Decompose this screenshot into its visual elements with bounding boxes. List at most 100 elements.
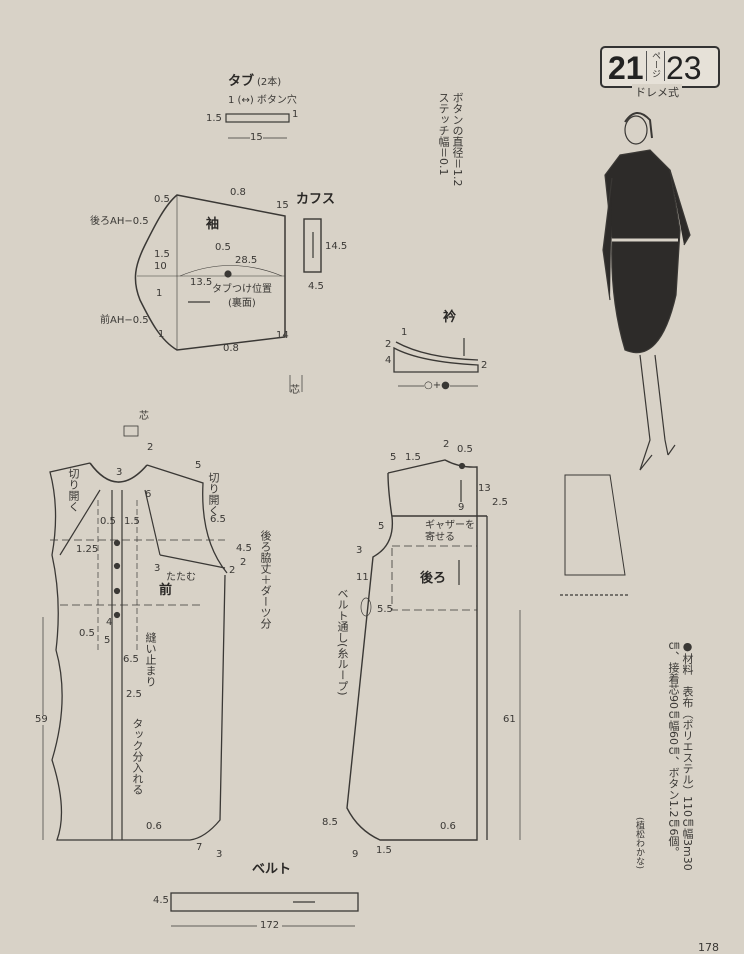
sleeve-tab-side: (裏面) — [228, 298, 256, 309]
back-m25: 2.5 — [492, 497, 508, 508]
sleeve-low2: 1 — [158, 329, 165, 340]
sleeve-front-ah: 前AH−0.5 — [100, 315, 149, 326]
tab-length: 15 — [250, 132, 263, 143]
collar-c: 4 — [385, 355, 392, 366]
cuff-piece — [303, 218, 322, 273]
sleeve-tab-length: 13.5 — [190, 277, 213, 288]
front-fold: たたむ — [166, 572, 196, 583]
front-stop: 縫い止まり — [144, 632, 157, 687]
back-m13: 13 — [478, 483, 491, 494]
sleeve-slash: 28.5 — [235, 255, 258, 266]
back-m5: 5 — [390, 452, 397, 463]
front-m65: 6.5 — [210, 514, 226, 525]
back-gather-2: 寄せる — [425, 532, 455, 543]
belt-length: 172 — [257, 921, 283, 931]
collar-b: 1 — [401, 327, 408, 338]
back-title: 後ろ — [420, 571, 447, 586]
back-hem: 0.6 — [440, 821, 456, 832]
back-m11: 11 — [356, 572, 369, 583]
back-m2: 2 — [443, 439, 450, 450]
back-m55: 5.5 — [377, 604, 393, 615]
cuff-title: カフス — [296, 192, 336, 207]
sleeve-bottom-right: 14 — [276, 330, 289, 341]
front-m25: 2.5 — [126, 689, 142, 700]
back-m15: 1.5 — [405, 452, 421, 463]
front-m15: 1.5 — [124, 516, 140, 527]
sleeve-piece — [134, 194, 303, 392]
front-slash-left: 切り開く — [67, 468, 80, 512]
front-m6: 6 — [145, 489, 152, 500]
front-interfacing: 芯 — [139, 411, 149, 422]
cuff-length: 14.5 — [325, 241, 348, 252]
front-m2: 2 — [147, 442, 154, 453]
front-hem: 0.6 — [146, 821, 162, 832]
front-side-note: 後ろ脇丈＋ダーツ分 — [259, 530, 272, 629]
sleeve-top-right: 15 — [276, 200, 289, 211]
back-bodice-piece — [346, 459, 521, 841]
tab-end: 1 — [292, 109, 299, 120]
sleeve-cap2: 10 — [154, 261, 167, 272]
sleeve-tab-offset: 0.5 — [215, 242, 231, 253]
collar-a: 2 — [385, 339, 392, 350]
pattern-system: ドレメ式 — [632, 84, 682, 100]
tab-count: (2本) — [257, 77, 282, 88]
back-m85: 8.5 — [322, 817, 338, 828]
front-length: 59 — [35, 714, 48, 725]
back-m05: 0.5 — [457, 444, 473, 455]
belt-width: 4.5 — [153, 895, 169, 906]
back-m9: 9 — [458, 502, 465, 513]
sleeve-bottom-curve: 0.8 — [223, 343, 239, 354]
sleeve-back-ah: 後ろAH−0.5 — [90, 216, 149, 227]
sleeve-low1: 1 — [156, 288, 163, 299]
front-m05b: 0.5 — [79, 628, 95, 639]
back-m5b: 5 — [378, 521, 385, 532]
front-m3: 3 — [116, 467, 123, 478]
stitch-note: ステッチ幅＝0.1 — [437, 92, 450, 176]
button-note: ボタンの直径＝1.2 — [451, 92, 464, 187]
front-m125: 1.25 — [76, 544, 99, 555]
back-m3: 3 — [356, 545, 363, 556]
tab-width: 1.5 — [206, 113, 222, 124]
front-slash-right: 切り開く — [207, 472, 220, 516]
collar-piece — [393, 338, 479, 387]
sleeve-tab-position: タブつけ位置 — [212, 284, 272, 295]
sleeve-cap1: 1.5 — [154, 249, 170, 260]
belt-title: ベルト — [252, 862, 292, 877]
page-number: 178 — [698, 941, 719, 954]
back-gather: ギャザーを — [425, 520, 475, 531]
sleeve-title: 袖 — [206, 217, 220, 232]
cuff-width: 4.5 — [308, 281, 324, 292]
sleeve-interfacing: 芯 — [290, 385, 300, 396]
back-belt-loop: ベルト通し(糸ループ) — [336, 588, 349, 696]
fashion-illustration — [560, 112, 691, 596]
front-m2a: 2 — [240, 557, 247, 568]
sleeve-top-curve: 0.8 — [230, 187, 246, 198]
materials-text: ●材料 表布（ポリエステル）110㎝幅3m30㎝、接着芯90㎝幅60㎝、ボタン1… — [667, 640, 694, 871]
front-title: 前 — [159, 583, 173, 598]
sleeve-top-left: 0.5 — [154, 194, 170, 205]
front-hem-7: 7 — [196, 842, 203, 853]
tab-buttonhole: 1 (↔) ボタン穴 — [228, 95, 297, 106]
front-bodice-piece — [42, 425, 228, 841]
front-m2b: 2 — [229, 565, 236, 576]
front-m3b: 3 — [154, 563, 161, 574]
front-m45: 4.5 — [236, 543, 252, 554]
page-range-badge: 21 ページ 23 — [600, 46, 720, 88]
page-start: 21 — [608, 50, 644, 86]
collar-dim: ○+● — [424, 380, 450, 391]
front-hem-3: 3 — [216, 849, 223, 860]
front-m4: 4 — [106, 617, 113, 628]
collar-d: 2 — [481, 360, 488, 371]
front-m05: 0.5 — [100, 516, 116, 527]
front-m5: 5 — [195, 460, 202, 471]
back-hem-9: 9 — [352, 849, 359, 860]
designer-credit: (植松わかな) — [634, 817, 644, 870]
front-m65b: 6.5 — [123, 654, 139, 665]
front-tuck: タック分入れる — [131, 718, 144, 795]
page-end: 23 — [666, 50, 702, 86]
collar-title: 衿 — [443, 310, 457, 325]
page-unit: ページ — [646, 51, 665, 81]
tab-title: タブ — [228, 74, 255, 89]
front-m5b: 5 — [104, 635, 111, 646]
